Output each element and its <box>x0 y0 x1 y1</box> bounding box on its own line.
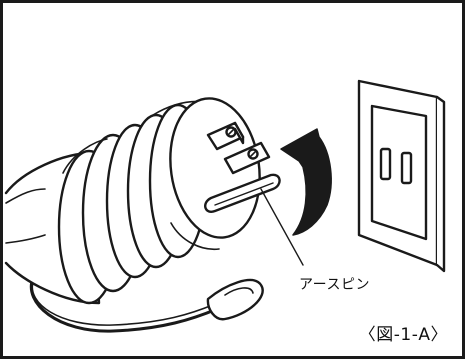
plug-blades <box>206 121 271 175</box>
rotate-arrow-icon <box>280 128 332 236</box>
callout-leader-line <box>260 188 304 266</box>
plug-outlet-illustration <box>4 79 446 333</box>
wall-outlet <box>357 79 446 273</box>
figure-caption: 〈図-1-A〉 <box>358 325 448 345</box>
ground-pin-label: アースピン <box>299 277 370 293</box>
power-cord <box>29 276 264 333</box>
ground-pin <box>204 173 281 213</box>
